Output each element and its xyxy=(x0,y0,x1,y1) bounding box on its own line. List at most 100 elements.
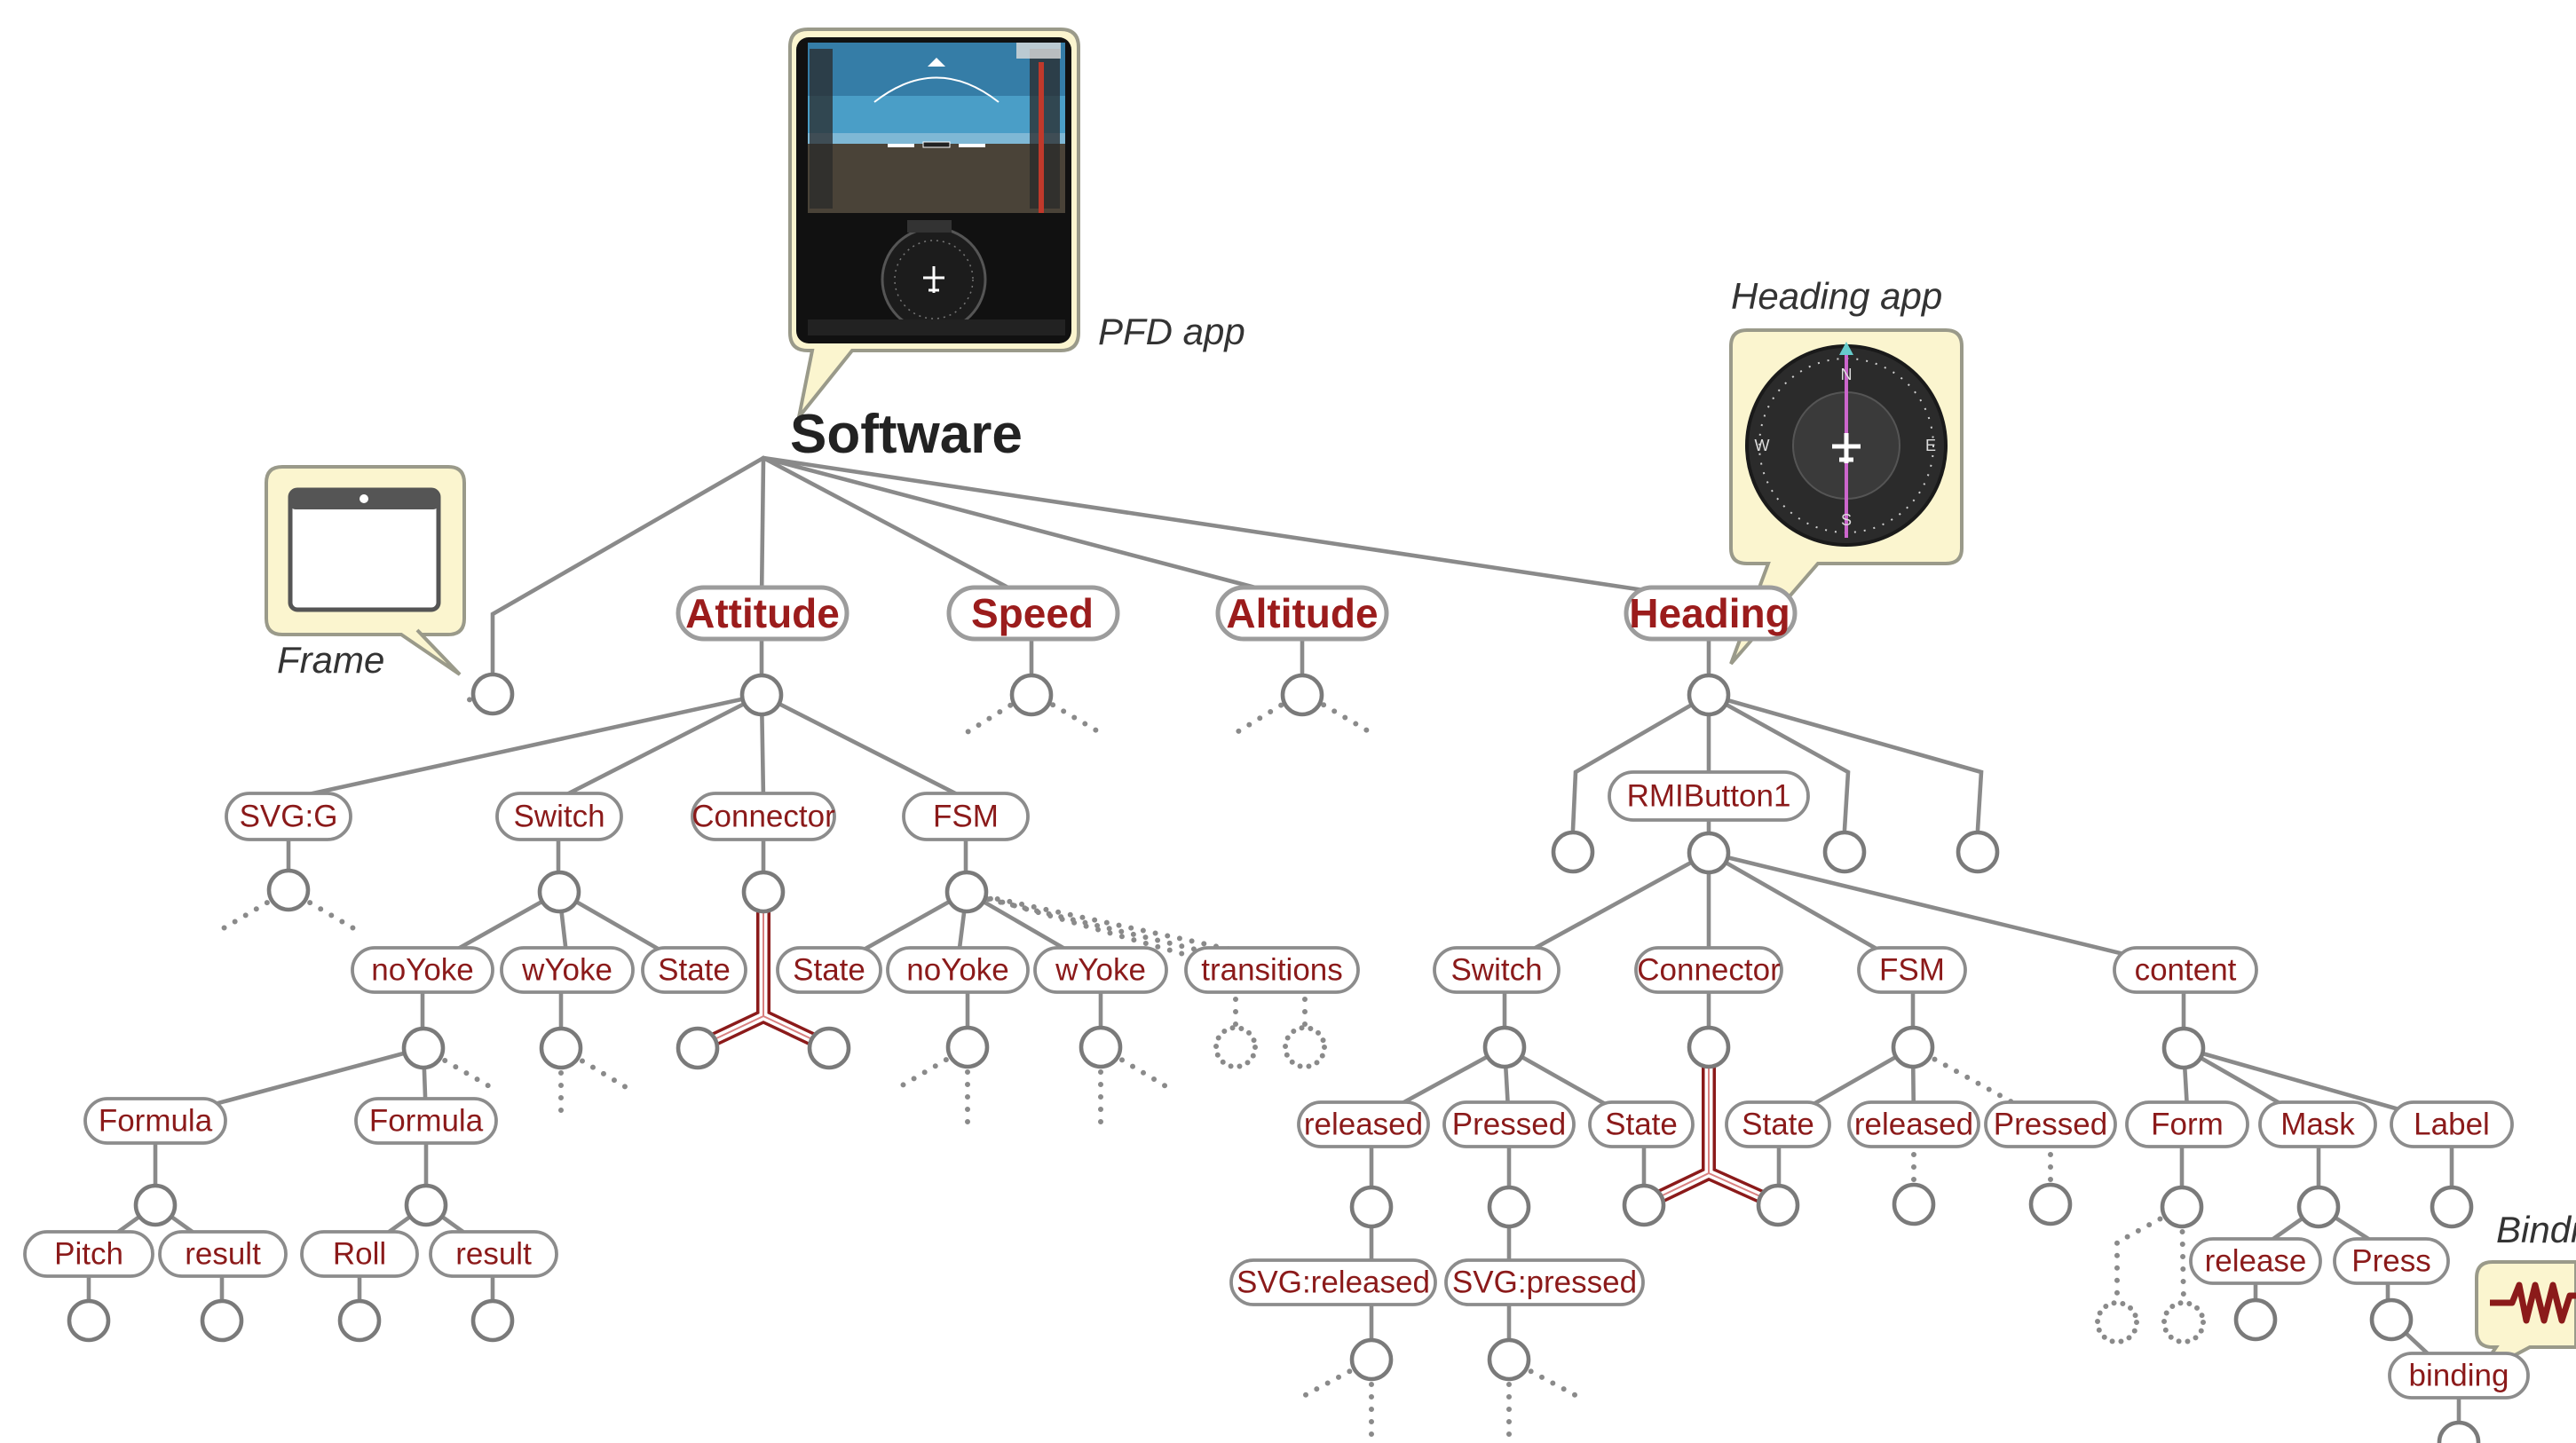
pill-press[interactable]: Press xyxy=(2333,1237,2450,1285)
node-form-child-2 xyxy=(2161,1300,2206,1344)
node-attitude[interactable] xyxy=(739,673,784,717)
node-noyoke[interactable] xyxy=(401,1026,446,1070)
node-press[interactable] xyxy=(2369,1297,2414,1342)
pill-svg-g-label: SVG:G xyxy=(240,800,338,834)
waveform-icon xyxy=(2490,1281,2576,1324)
pill-formula-1[interactable]: Formula xyxy=(83,1097,227,1145)
pill-result-2[interactable]: result xyxy=(429,1230,558,1278)
pill-noyoke[interactable]: noYoke xyxy=(351,946,494,994)
component-speed-label: Speed xyxy=(971,590,1094,636)
node-result-1[interactable] xyxy=(200,1298,244,1343)
pill-fsm[interactable]: FSM xyxy=(902,792,1030,841)
node-altitude[interactable] xyxy=(1280,673,1324,717)
node-fsm[interactable] xyxy=(944,870,989,914)
node-h-mask[interactable] xyxy=(2296,1185,2341,1229)
pill-h-form[interactable]: Form xyxy=(2125,1100,2249,1148)
pill-h-content-label: content xyxy=(2135,953,2237,988)
pill-h-content[interactable]: content xyxy=(2113,946,2258,994)
node-h-content[interactable] xyxy=(2161,1026,2206,1070)
pill-formula-2[interactable]: Formula xyxy=(354,1097,498,1145)
pill-release[interactable]: release xyxy=(2189,1237,2322,1285)
pill-result-1[interactable]: result xyxy=(158,1230,288,1278)
node-fsm-wyoke[interactable] xyxy=(1079,1025,1123,1069)
node-rmibutton1[interactable] xyxy=(1687,831,1731,875)
node-formula-2[interactable] xyxy=(404,1183,448,1227)
pill-h-mask[interactable]: Mask xyxy=(2258,1100,2377,1148)
pill-h-fsm[interactable]: FSM xyxy=(1857,946,1967,994)
node-binding[interactable] xyxy=(2437,1420,2481,1443)
pill-switch[interactable]: Switch xyxy=(495,792,623,841)
pill-state[interactable]: State xyxy=(641,946,747,994)
svg-text:E: E xyxy=(1925,437,1936,454)
node-frame[interactable] xyxy=(470,672,515,716)
node-h-pressed[interactable] xyxy=(1487,1185,1531,1229)
pfd-app-caption: PFD app xyxy=(1098,311,1245,352)
pill-transitions[interactable]: transitions xyxy=(1184,946,1360,994)
node-wyoke[interactable] xyxy=(539,1026,583,1070)
node-pitch[interactable] xyxy=(67,1298,111,1343)
node-result-2[interactable] xyxy=(470,1298,515,1343)
pill-roll[interactable]: Roll xyxy=(300,1230,419,1278)
pill-h-fsm-released[interactable]: released xyxy=(1847,1100,1980,1148)
component-altitude[interactable]: Altitude xyxy=(1215,585,1389,642)
compass-thumbnail: N E S W xyxy=(1745,342,1948,547)
pill-h-fsm-state[interactable]: State xyxy=(1725,1100,1831,1148)
pill-h-label[interactable]: Label xyxy=(2390,1100,2514,1148)
pill-fsm-state[interactable]: State xyxy=(776,946,882,994)
node-connector[interactable] xyxy=(741,870,786,914)
pill-h-mask-label: Mask xyxy=(2280,1108,2355,1142)
pill-state-label: State xyxy=(658,953,731,988)
pill-transitions-label: transitions xyxy=(1201,953,1343,988)
node-connector-left[interactable] xyxy=(676,1026,720,1070)
pill-h-state[interactable]: State xyxy=(1588,1100,1695,1148)
node-roll[interactable] xyxy=(337,1298,382,1343)
pill-h-pressed[interactable]: Pressed xyxy=(1442,1100,1576,1148)
node-h-switch[interactable] xyxy=(1482,1025,1527,1069)
pfd-screen-thumbnail xyxy=(796,37,1071,343)
pill-h-released[interactable]: released xyxy=(1297,1100,1430,1148)
node-h-connector-right[interactable] xyxy=(1756,1183,1800,1227)
node-heading[interactable] xyxy=(1687,673,1731,717)
component-attitude[interactable]: Attitude xyxy=(676,585,849,642)
pill-press-label: Press xyxy=(2351,1244,2430,1279)
node-connector-right[interactable] xyxy=(807,1026,851,1070)
pill-pitch[interactable]: Pitch xyxy=(23,1230,154,1278)
node-h-released[interactable] xyxy=(1349,1185,1394,1229)
node-fsm-noyoke[interactable] xyxy=(945,1025,990,1069)
pill-rmibutton1-label: RMIButton1 xyxy=(1627,779,1791,814)
pill-binding[interactable]: binding xyxy=(2388,1352,2530,1400)
node-release[interactable] xyxy=(2233,1297,2278,1342)
node-switch[interactable] xyxy=(537,870,581,914)
pill-fsm-wyoke[interactable]: wYoke xyxy=(1033,946,1168,994)
pill-connector[interactable]: Connector xyxy=(691,792,836,841)
pill-fsm-noyoke[interactable]: noYoke xyxy=(886,946,1030,994)
pill-svg-g[interactable]: SVG:G xyxy=(225,792,352,841)
pill-h-connector[interactable]: Connector xyxy=(1634,946,1783,994)
node-h-fsm-released[interactable] xyxy=(1892,1182,1936,1226)
node-h-connector-left[interactable] xyxy=(1622,1183,1666,1227)
pill-svg-pressed[interactable]: SVG:pressed xyxy=(1444,1258,1645,1306)
pill-h-switch[interactable]: Switch xyxy=(1433,946,1561,994)
node-svg-released[interactable] xyxy=(1349,1337,1394,1382)
node-formula-1[interactable] xyxy=(133,1183,178,1227)
node-h-label[interactable] xyxy=(2430,1185,2474,1229)
node-h-fsm-pressed[interactable] xyxy=(2028,1182,2073,1226)
pill-svg-released[interactable]: SVG:released xyxy=(1229,1258,1437,1306)
node-speed[interactable] xyxy=(1009,673,1054,717)
pill-h-fsm-pressed[interactable]: Pressed xyxy=(1984,1100,2117,1148)
node-heading-child-3[interactable] xyxy=(1822,830,1867,874)
component-heading[interactable]: Heading xyxy=(1624,585,1798,642)
pill-rmibutton1[interactable]: RMIButton1 xyxy=(1608,770,1810,822)
node-h-connector[interactable] xyxy=(1687,1025,1731,1069)
node-svg-pressed[interactable] xyxy=(1487,1337,1531,1382)
node-h-form[interactable] xyxy=(2160,1185,2204,1229)
pill-wyoke[interactable]: wYoke xyxy=(500,946,635,994)
node-heading-child-1[interactable] xyxy=(1551,830,1595,874)
component-speed[interactable]: Speed xyxy=(946,585,1120,642)
node-heading-child-4[interactable] xyxy=(1956,830,2000,874)
node-svg-g[interactable] xyxy=(266,868,311,912)
pill-svg-pressed-label: SVG:pressed xyxy=(1452,1266,1637,1300)
pill-fsm-label: FSM xyxy=(933,800,999,834)
node-h-fsm[interactable] xyxy=(1891,1025,1935,1069)
